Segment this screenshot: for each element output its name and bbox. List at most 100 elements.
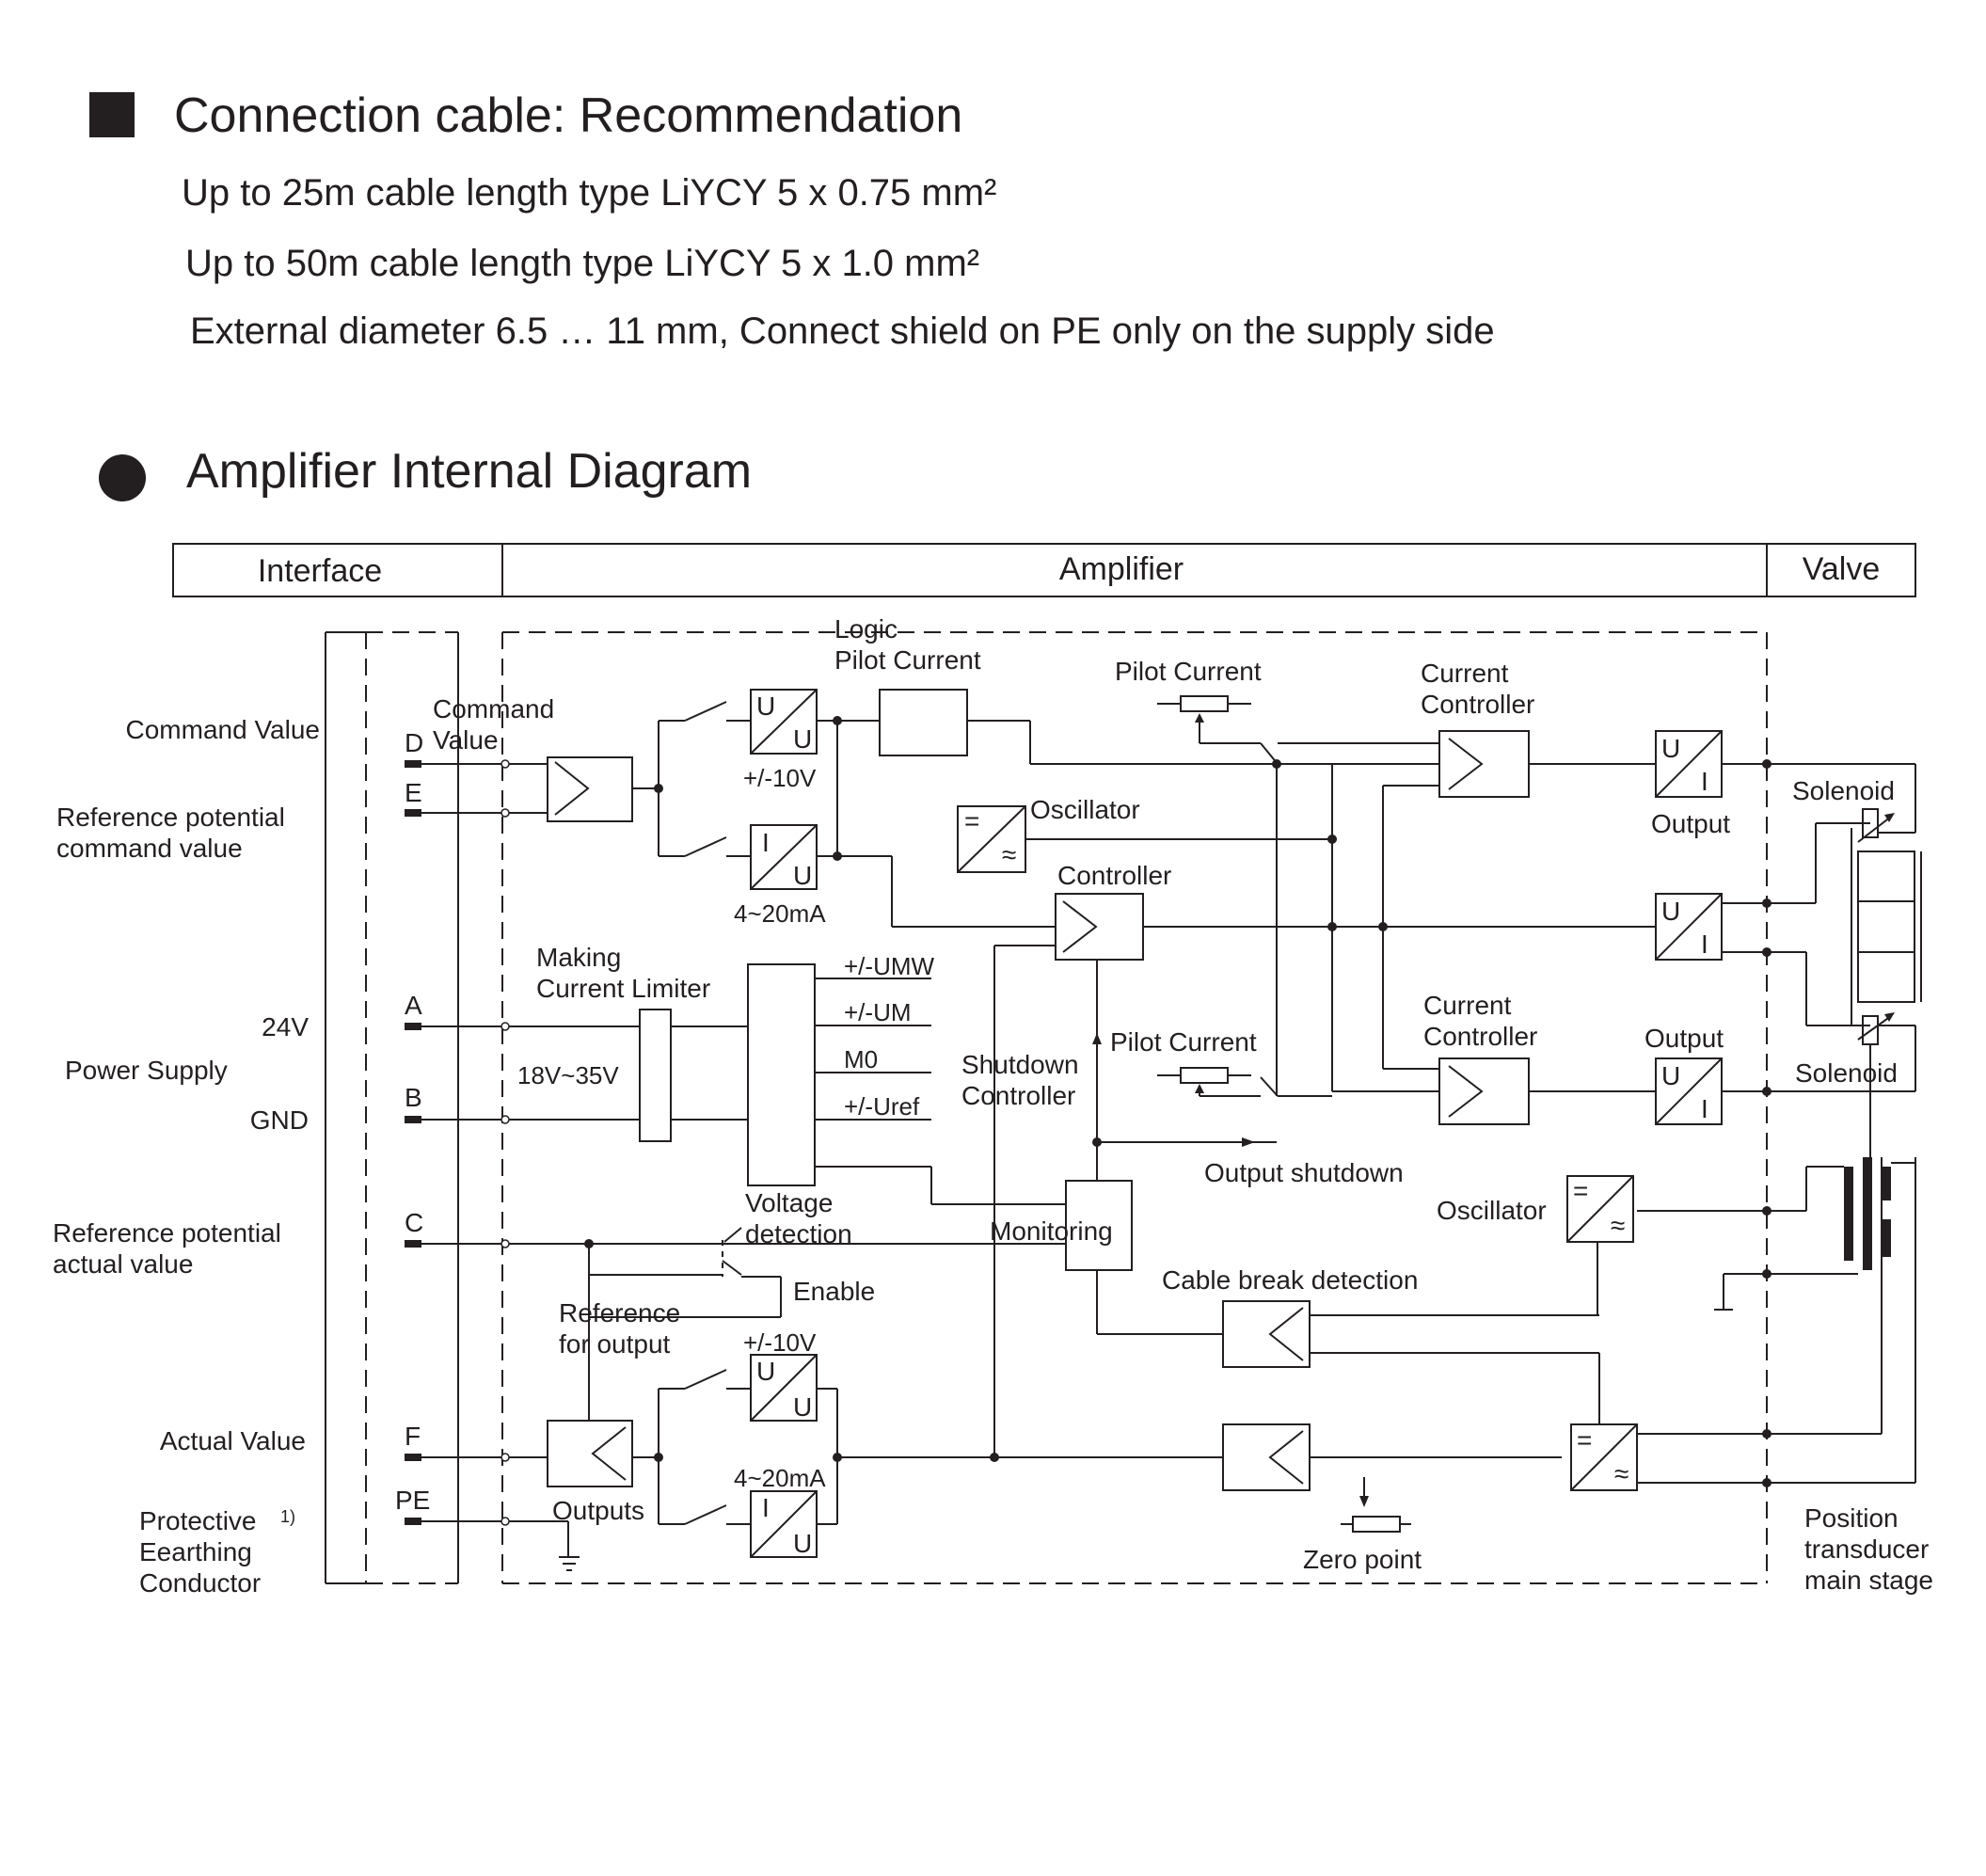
diagram-title: Amplifier Internal Diagram: [186, 444, 752, 499]
cable-section-title: Connection cable: Recommendation: [174, 88, 962, 143]
range-10v-top-label: +/-10V: [743, 764, 817, 792]
out-mid-i: I: [1701, 930, 1708, 959]
label-24v: 24V: [262, 1012, 309, 1041]
output-converter-mid: [1655, 893, 1723, 961]
output-shutdown-label: Output shutdown: [1204, 1158, 1404, 1187]
pin-e-label: E: [405, 778, 422, 807]
cable-break-block: [1222, 1300, 1311, 1368]
um-label: +/-UM: [844, 998, 912, 1026]
out-bot-i: I: [1701, 1094, 1708, 1123]
actual-value-amplifier-block: [547, 1420, 633, 1487]
diagram-frame: [325, 631, 1768, 1584]
square-bullet-icon: [89, 92, 135, 137]
out-top-u: U: [1661, 734, 1680, 763]
cable-line-1: Up to 25m cable length type LiYCY 5 x 0.…: [182, 172, 996, 214]
m0-label: M0: [844, 1045, 878, 1073]
conv-iu-bot-in: I: [762, 1493, 770, 1522]
label-gnd: GND: [250, 1105, 309, 1135]
osc-top-approx: ≈: [1002, 840, 1016, 869]
cable-line-3: External diameter 6.5 … 11 mm, Connect s…: [190, 310, 1495, 352]
logic-label-1: Logic: [834, 614, 898, 644]
voltage-detection-label-1: Voltage: [745, 1188, 833, 1217]
label-footnote: 1): [280, 1507, 295, 1526]
osc-bot-eq: =: [1573, 1176, 1588, 1205]
enable-label: Enable: [793, 1277, 875, 1306]
out-bot-u: U: [1661, 1061, 1680, 1090]
junction-dots: [584, 716, 1772, 1487]
voltage-detection-label-2: detection: [745, 1219, 852, 1248]
current-controller-top-block: [1438, 730, 1530, 798]
monitoring-label: Monitoring: [990, 1216, 1113, 1246]
interface-labels: Command Value Reference potential comman…: [53, 715, 320, 1598]
converter-iu-top: [750, 824, 818, 890]
pin-a-label: A: [405, 991, 422, 1020]
diagram-labels: Command Value Logic Pilot Current Pilot …: [433, 614, 1933, 1595]
output-top-label: Output: [1651, 809, 1730, 838]
reference-output-label-2: for output: [559, 1329, 671, 1359]
conv-uu-bot-in: U: [756, 1357, 775, 1386]
outputs-label: Outputs: [552, 1496, 644, 1525]
label-ref-actual-1: Reference potential: [53, 1218, 281, 1248]
conv-iu-top-out: U: [793, 861, 812, 890]
converter-uu-top: [750, 689, 818, 755]
oscillator-bottom-block: [1566, 1175, 1634, 1243]
pin-pe-label: PE: [395, 1486, 430, 1515]
output-converter-bottom: [1655, 1057, 1723, 1125]
shutdown-arrow-icon: [1092, 1033, 1102, 1044]
cable-line-2: Up to 50m cable length type LiYCY 5 x 1.…: [185, 243, 979, 284]
out-mid-u: U: [1661, 897, 1680, 926]
position-transducer-label-2: transducer: [1804, 1534, 1929, 1564]
zero-point-amplifier-block: [1222, 1423, 1311, 1491]
label-command-value: Command Value: [126, 715, 320, 744]
terminal-pins: D E A B C F PE: [395, 728, 430, 1525]
pin-f-label: F: [405, 1422, 421, 1451]
zero-point-label: Zero point: [1303, 1545, 1422, 1574]
zero-point-potentiometer: [1341, 1477, 1411, 1533]
oscillator-top-label: Oscillator: [1030, 795, 1140, 824]
command-amplifier-block: [547, 756, 633, 822]
cable-break-label: Cable break detection: [1162, 1265, 1418, 1295]
header-amplifier: Amplifier: [1059, 551, 1184, 587]
making-current-limiter-block: [639, 1009, 672, 1142]
oscillator-top-block: [957, 805, 1026, 873]
umw-label: +/-UMW: [844, 952, 935, 980]
label-actual-value: Actual Value: [160, 1426, 306, 1455]
osc-bot-approx: ≈: [1611, 1211, 1625, 1240]
conv-uu-top-in: U: [756, 692, 775, 721]
pin-d-label: D: [405, 728, 423, 757]
position-transducer-label-3: main stage: [1804, 1566, 1933, 1595]
range-10v-bottom-label: +/-10V: [743, 1328, 817, 1357]
demod-eq: =: [1577, 1425, 1592, 1455]
pin-c-label: C: [405, 1208, 423, 1237]
conv-iu-top-in: I: [762, 828, 770, 857]
label-ref-command-2: command value: [56, 834, 243, 863]
header-interface: Interface: [258, 553, 382, 589]
output-shutdown-arrow-icon: [1242, 1137, 1255, 1147]
current-controller-top-label-2: Controller: [1421, 690, 1534, 719]
osc-top-eq: =: [964, 806, 979, 835]
command-value-label-2: Value: [433, 725, 499, 755]
demod-approx: ≈: [1614, 1459, 1629, 1488]
label-earthing: Eearthing: [139, 1537, 252, 1566]
solenoid-top-label: Solenoid: [1792, 776, 1895, 805]
converter-iu-bottom: [750, 1490, 818, 1558]
conv-uu-bot-out: U: [793, 1392, 812, 1422]
label-power-supply: Power Supply: [65, 1056, 228, 1085]
position-transducer-label-1: Position: [1804, 1503, 1899, 1533]
current-controller-top-label-1: Current: [1421, 659, 1509, 688]
current-controller-mid-label-1: Current: [1423, 991, 1512, 1020]
header-valve: Valve: [1803, 551, 1881, 587]
current-controller-mid-block: [1438, 1057, 1530, 1125]
shutdown-label-2: Controller: [961, 1081, 1075, 1110]
diagram-header: [172, 543, 1916, 597]
output-mid-label: Output: [1644, 1024, 1724, 1053]
reference-output-label-1: Reference: [559, 1298, 680, 1328]
shutdown-label-1: Shutdown: [961, 1050, 1079, 1079]
circle-bullet-icon: [99, 454, 146, 501]
making-label-1: Making: [536, 943, 621, 972]
converter-uu-bottom: [750, 1354, 818, 1422]
label-ref-actual-2: actual value: [53, 1249, 193, 1279]
pilot-current-mid-potentiometer: [1157, 1067, 1332, 1097]
conv-iu-bot-out: U: [793, 1529, 812, 1558]
